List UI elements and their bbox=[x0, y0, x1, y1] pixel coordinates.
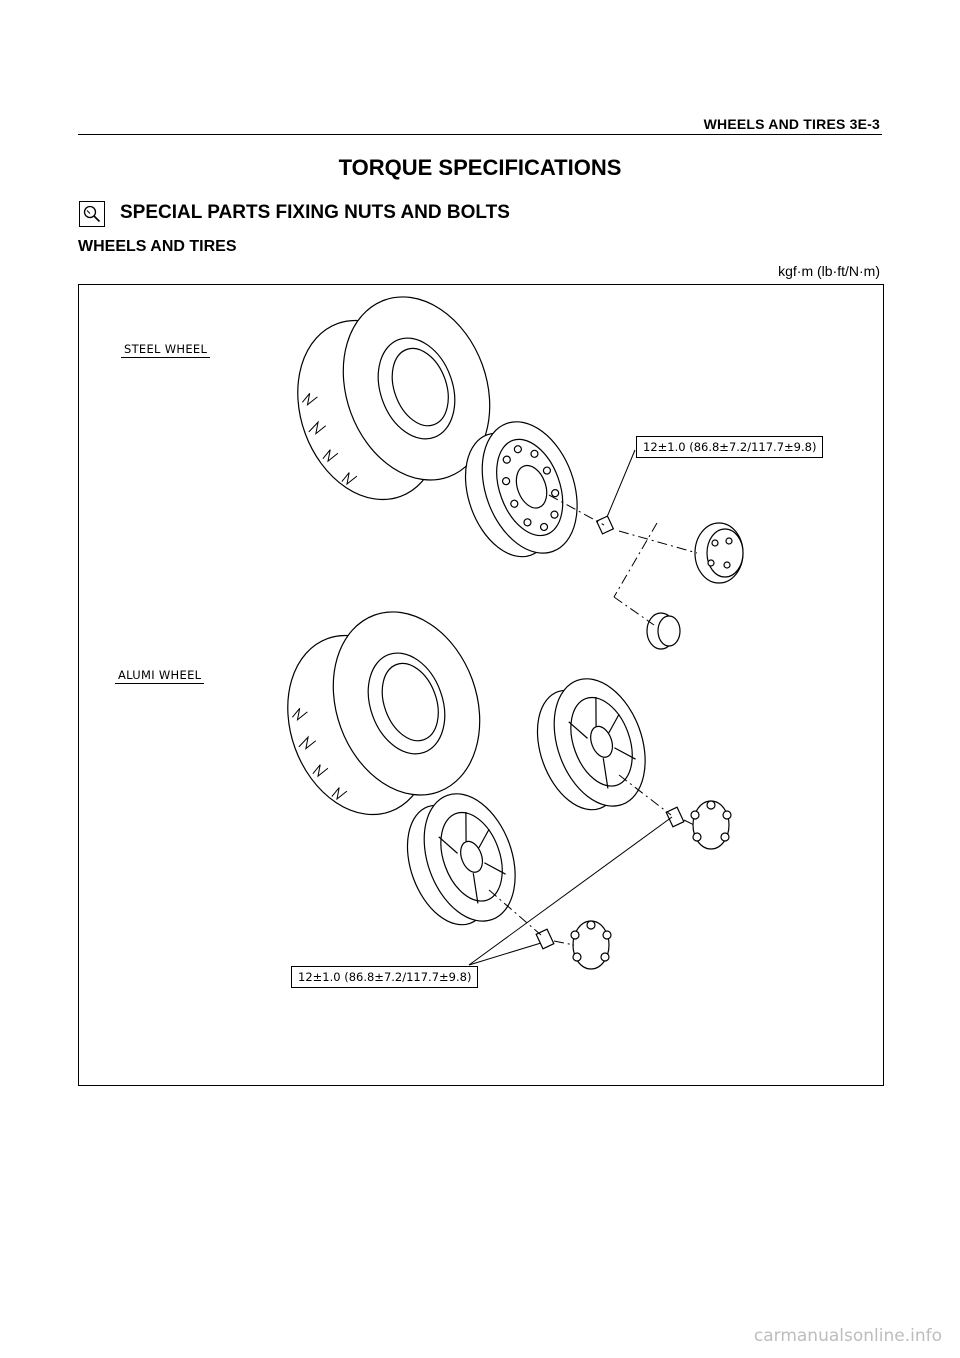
subsection-title: WHEELS AND TIRES bbox=[78, 238, 237, 255]
alumi-wheel-label: ALUMI WHEEL bbox=[115, 668, 205, 684]
unit-note: kgf·m (lb·ft/N·m) bbox=[778, 263, 880, 279]
watermark: carmanualsonline.info bbox=[753, 1326, 942, 1346]
alumi-wheel-nut-lower bbox=[535, 928, 555, 950]
steel-tire bbox=[297, 296, 491, 501]
alumi-center-cap-upper bbox=[690, 800, 732, 850]
alumi-torque-callout: 12±1.0 (86.8±7.2/117.7±9.8) bbox=[291, 966, 479, 988]
steel-rim bbox=[464, 421, 578, 558]
alumi-wheel-nut-upper bbox=[665, 806, 685, 828]
alumi-rim-lower bbox=[406, 793, 516, 926]
magnifier-icon bbox=[79, 201, 105, 227]
wheel-diagram bbox=[287, 296, 744, 970]
steel-hub-cap-small bbox=[646, 612, 681, 650]
section-title: SPECIAL PARTS FIXING NUTS AND BOLTS bbox=[120, 202, 510, 223]
figure-box: STEEL WHEEL ALUMI WHEEL 12±1.0 (86.8±7.2… bbox=[78, 284, 884, 1086]
running-header: WHEELS AND TIRES 3E-3 bbox=[703, 116, 880, 132]
steel-wheel-nut bbox=[595, 515, 615, 535]
alumi-tire bbox=[287, 611, 481, 816]
steel-wheel-label: STEEL WHEEL bbox=[121, 342, 211, 358]
header-rule bbox=[78, 134, 882, 135]
steel-hub-cap-large bbox=[694, 522, 744, 584]
steel-torque-callout: 12±1.0 (86.8±7.2/117.7±9.8) bbox=[636, 436, 824, 458]
page-title: TORQUE SPECIFICATIONS bbox=[338, 155, 622, 180]
alumi-rim-upper bbox=[536, 678, 646, 811]
alumi-center-cap-lower bbox=[570, 920, 612, 970]
